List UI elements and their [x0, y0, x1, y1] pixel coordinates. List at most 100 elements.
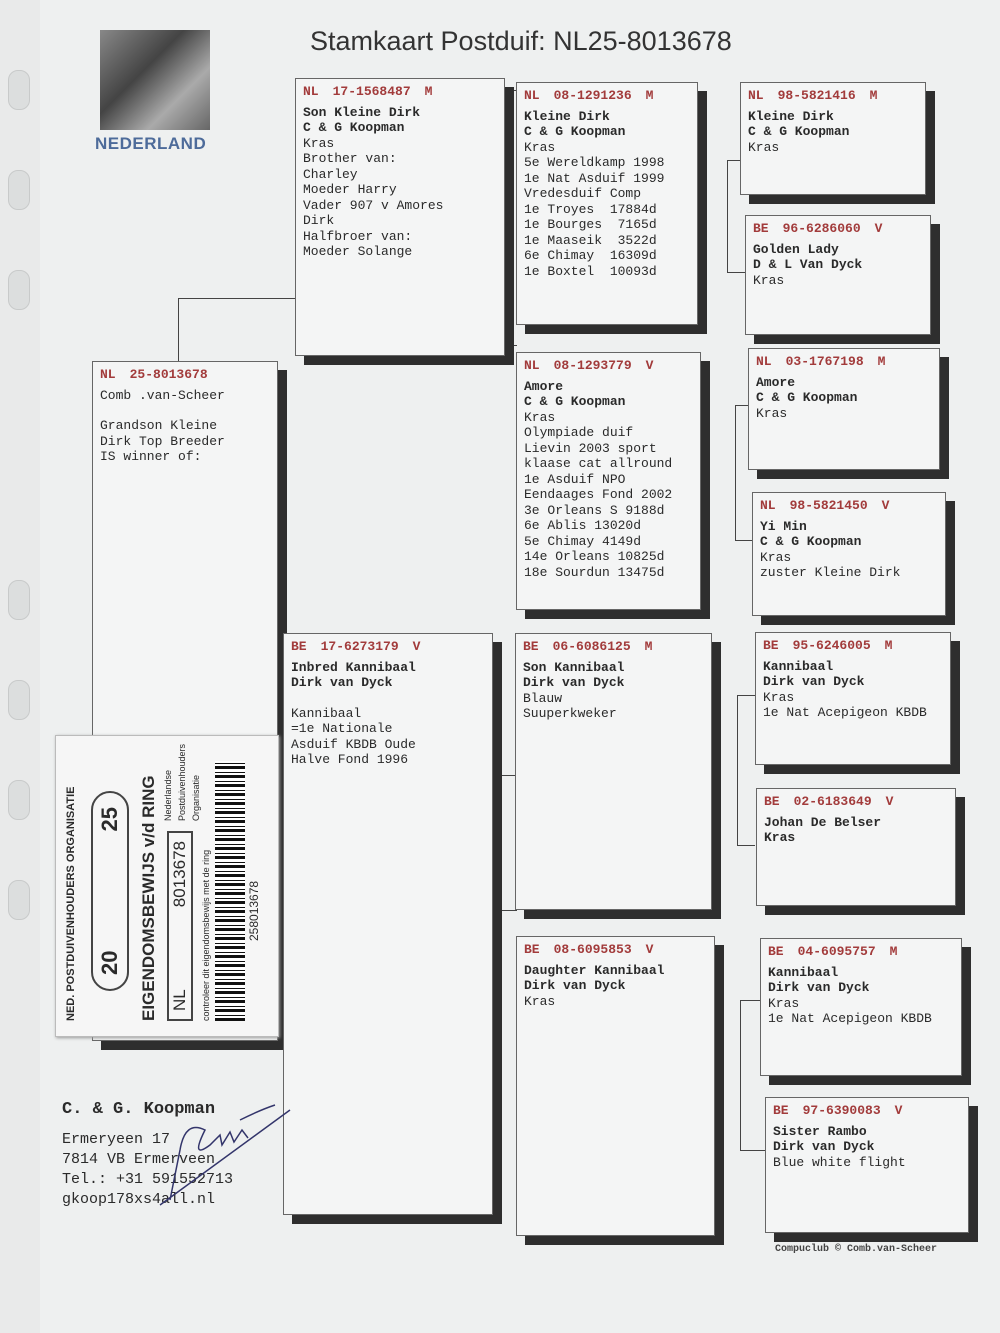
card-line: 1e Nat Acepigeon KBDB	[768, 1011, 932, 1026]
card-line: Eendaages Fond 2002	[524, 487, 673, 502]
ring-country: BE	[523, 639, 539, 654]
ring-number: 04-6095757	[797, 944, 876, 959]
ring-number: 97-6390083	[802, 1103, 881, 1118]
card-line: 1e Maaseik 3522d	[524, 232, 657, 248]
ring-number: 08-1291236	[553, 88, 632, 103]
ring-number: 03-1767198	[785, 354, 864, 369]
barcode-number: 258013678	[247, 880, 261, 941]
sex-marker: V	[894, 1103, 903, 1118]
card-line: Suuperkweker	[523, 706, 617, 721]
ticket-title: EIGENDOMSBEWIJS v/d RING	[139, 775, 158, 1021]
page-title: Stamkaart Postduif: NL25-8013678	[310, 26, 732, 56]
ring-country: NL	[760, 498, 776, 513]
npo-line: Nederlandse	[163, 769, 173, 821]
card-line: Kras	[756, 405, 788, 421]
card-line: 3e Orleans S 9188d	[524, 502, 665, 518]
owner-line: gkoop178xs4all.nl	[62, 1191, 216, 1208]
punch-hole	[8, 780, 30, 820]
card-line: C & G Koopman	[524, 124, 626, 139]
ring-number: 25-8013678	[129, 367, 208, 382]
card-line: Brother van:	[303, 151, 397, 166]
card-line: Kras	[748, 139, 780, 155]
ring-country: NL	[303, 84, 319, 99]
ring-number: 08-6095853	[553, 942, 632, 957]
card-line: Kras	[764, 830, 796, 845]
card-line: Dirk	[303, 213, 335, 228]
card-line: Kras	[524, 139, 556, 155]
sex-marker: V	[645, 358, 654, 373]
ring-country: NL	[756, 354, 772, 369]
card-line: Sister Rambo	[773, 1123, 867, 1139]
card-line: Olympiade duif	[524, 425, 634, 440]
card-line: 1e Bourges 7165d	[524, 217, 657, 232]
ring-country: NL	[100, 367, 116, 382]
ticket-ring-number: 8013678	[170, 841, 189, 908]
card-line: 1e Boxtel 10093d	[524, 263, 657, 279]
card-line: Kras	[753, 272, 785, 288]
ticket-country: NL	[170, 989, 189, 1011]
card-line: 1e Nat Asduif 1999	[524, 170, 665, 186]
ticket-ring: NL 8013678	[167, 831, 193, 1021]
punch-hole	[8, 680, 30, 720]
card-line: C & G Koopman	[524, 394, 626, 409]
ring-number: 02-6183649	[793, 794, 872, 809]
sex-marker: M	[644, 639, 653, 654]
card-line: Vader 907 v Amores	[303, 197, 444, 213]
card-line: IS winner of:	[100, 449, 202, 464]
card-line: Kleine Dirk	[748, 108, 834, 124]
card-line: =1e Nationale	[291, 721, 393, 736]
card-line: Kras	[303, 135, 335, 151]
card-line: 5e Wereldkamp 1998	[524, 155, 665, 170]
punch-hole	[8, 170, 30, 210]
card-line: 1e Nat Acepigeon KBDB	[763, 705, 927, 720]
sex-marker: M	[877, 354, 886, 369]
punch-hole	[8, 70, 30, 110]
card-line: Kannibaal	[768, 964, 839, 980]
card-line: Kras	[763, 689, 795, 705]
card-line: Dirk van Dyck	[763, 674, 865, 689]
punch-hole	[8, 880, 30, 920]
ring-country: BE	[291, 639, 307, 654]
card-line: Asduif KBDB Oude	[291, 736, 416, 752]
card-line: Daughter Kannibaal	[524, 962, 665, 978]
punch-hole	[8, 270, 30, 310]
sex-marker: M	[424, 84, 433, 99]
card-line: Kannibaal	[291, 705, 362, 721]
card-line: 1e Asduif NPO	[524, 471, 626, 487]
card-line: Vredesduif Comp	[524, 186, 642, 201]
ring-country: BE	[753, 221, 769, 236]
sex-marker: V	[874, 221, 883, 236]
card-line: Halfbroer van:	[303, 228, 413, 244]
card-line: Dirk van Dyck	[524, 978, 626, 993]
ring-country: BE	[773, 1103, 789, 1118]
sex-marker: M	[869, 88, 878, 103]
ring-number: 17-6273179	[320, 639, 399, 654]
ring-country: BE	[763, 638, 779, 653]
card-line: Kras	[524, 993, 556, 1009]
card-line: Blauw	[523, 690, 563, 706]
footer-credit: Compuclub © Comb.van-Scheer	[775, 1244, 938, 1255]
card-line: Golden Lady	[753, 241, 839, 257]
card-line: Amore	[756, 374, 796, 390]
ring-country: NL	[524, 88, 540, 103]
card-line: Lievin 2003 sport	[524, 440, 657, 456]
card-line: Son Kannibaal	[523, 659, 625, 675]
card-line: Halve Fond 1996	[291, 752, 409, 767]
